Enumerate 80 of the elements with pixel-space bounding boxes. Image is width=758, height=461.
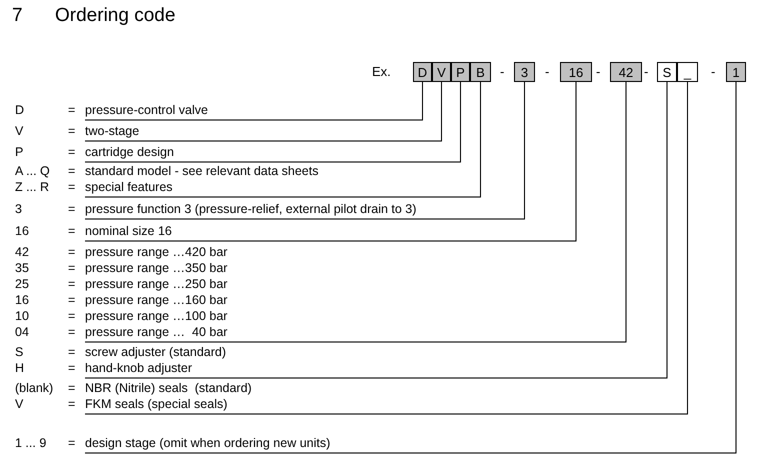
code-value: 16: [15, 293, 30, 308]
code-box: P: [451, 62, 470, 82]
equals-sign: =: [68, 397, 76, 412]
description-text: pressure function 3 (pressure-relief, external pilot drain to 3): [85, 202, 416, 217]
separator-dash: -: [644, 64, 648, 79]
description-text: special features: [85, 180, 174, 195]
code-value: P: [15, 145, 24, 160]
code-value: S: [15, 345, 24, 360]
leader-line: [84, 82, 576, 242]
leader-line: [84, 82, 461, 162]
description-text: NBR (Nitrile) seals (standard): [85, 381, 252, 396]
section-title: Ordering code: [55, 5, 176, 27]
separator-dash: -: [596, 64, 600, 79]
separator-dash: -: [711, 64, 716, 79]
code-box: B: [470, 62, 491, 82]
description-text: pressure range …350 bar: [85, 261, 228, 276]
description-text: pressure-control valve: [85, 103, 208, 118]
leader-line: [84, 82, 626, 342]
equals-sign: =: [68, 277, 76, 292]
equals-sign: =: [68, 309, 76, 324]
description-text: hand-knob adjuster: [85, 361, 194, 376]
description-text: two-stage: [85, 124, 140, 139]
description-text: pressure range …100 bar: [85, 309, 228, 324]
code-value: 16: [15, 224, 30, 239]
description-text: pressure range …420 bar: [85, 245, 228, 260]
description-text: FKM seals (special seals): [85, 397, 228, 412]
separator-dash: -: [500, 64, 504, 79]
description-text: pressure range … 40 bar: [85, 325, 228, 340]
code-value: H: [15, 361, 26, 376]
description-text: pressure range …250 bar: [85, 277, 228, 292]
description-text: pressure range …160 bar: [85, 293, 228, 308]
code-box: S: [657, 62, 677, 82]
code-box: 16: [560, 62, 592, 82]
code-box: _: [677, 62, 698, 82]
equals-sign: =: [68, 325, 76, 340]
code-box: 3: [514, 62, 535, 82]
equals-sign: =: [68, 202, 76, 217]
leader-line: [84, 82, 525, 220]
equals-sign: =: [68, 436, 76, 451]
code-value: 04: [15, 325, 30, 340]
equals-sign: =: [68, 381, 76, 396]
code-box: D: [413, 62, 432, 82]
example-label: Ex.: [372, 64, 391, 79]
code-value: D: [15, 103, 26, 118]
equals-sign: =: [68, 164, 76, 179]
equals-sign: =: [68, 293, 76, 308]
equals-sign: =: [68, 245, 76, 260]
equals-sign: =: [68, 180, 76, 195]
leader-line: [84, 82, 736, 454]
description-text: design stage (omit when ordering new units): [85, 436, 330, 451]
code-value: Z ... R: [15, 180, 50, 195]
code-value: V: [15, 397, 24, 412]
leader-line: [84, 82, 423, 120]
code-box: 42: [610, 62, 642, 82]
separator-dash: -: [545, 64, 550, 79]
equals-sign: =: [68, 361, 76, 376]
leader-line: [84, 82, 442, 142]
code-value: 3: [15, 202, 23, 217]
code-box: 1: [726, 62, 746, 82]
code-value: 10: [15, 309, 30, 324]
equals-sign: =: [68, 103, 76, 118]
code-value: 25: [15, 277, 30, 292]
equals-sign: =: [68, 145, 76, 160]
description-text: cartridge design: [85, 145, 174, 160]
description-text: nominal size 16: [85, 224, 172, 239]
equals-sign: =: [68, 345, 76, 360]
equals-sign: =: [68, 224, 76, 239]
equals-sign: =: [68, 261, 76, 276]
code-value: 42: [15, 245, 30, 260]
description-text: standard model - see relevant data sheets: [85, 164, 318, 179]
code-box: V: [432, 62, 451, 82]
code-value: (blank): [15, 381, 54, 396]
code-value: 1 ... 9: [15, 436, 48, 451]
code-value: 35: [15, 261, 30, 276]
code-value: V: [15, 124, 24, 139]
code-value: A ... Q: [15, 164, 51, 179]
equals-sign: =: [68, 124, 76, 139]
leader-line: [84, 82, 481, 198]
section-number: 7: [12, 5, 23, 27]
description-text: screw adjuster (standard): [85, 345, 226, 360]
